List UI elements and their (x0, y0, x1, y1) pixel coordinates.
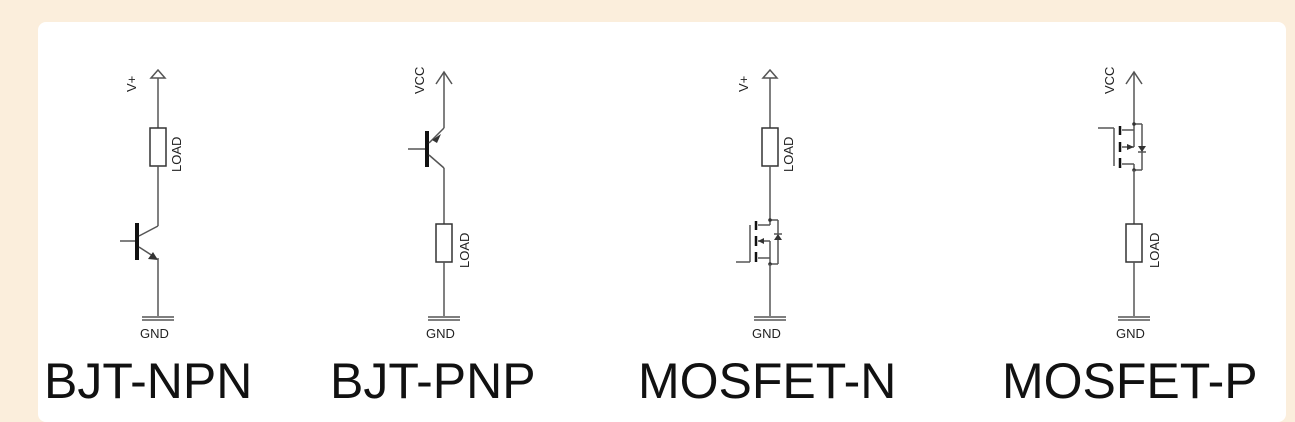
circuit-title: MOSFET-P (1002, 353, 1258, 409)
supply-label: VCC (1102, 67, 1117, 94)
circuit-title: BJT-NPN (44, 353, 252, 409)
pnp-transistor-symbol (408, 127, 445, 169)
n-mosfet-symbol (736, 218, 782, 266)
supply-label: V+ (124, 76, 139, 92)
load-label: LOAD (781, 137, 796, 172)
circuit-mosfet-n: V+ LOAD GND (638, 68, 896, 409)
circuit-mosfet-p: VCC LOAD GND (1002, 67, 1258, 409)
circuit-bjt-npn: V+ LOAD GND BJT-NPN (44, 68, 252, 409)
load-resistor (761, 127, 779, 167)
ground-symbol (1118, 316, 1150, 321)
p-mosfet-symbol (1098, 122, 1146, 172)
load-label: LOAD (169, 137, 184, 172)
supply-label: VCC (412, 67, 427, 94)
ground-label: GND (140, 326, 169, 341)
ground-label: GND (1116, 326, 1145, 341)
circuit-bjt-pnp: VCC LOAD GND BJT-PNP (330, 67, 536, 409)
supply-label: V+ (736, 76, 751, 92)
load-resistor (149, 127, 167, 167)
load-label: LOAD (1147, 233, 1162, 268)
ground-symbol (142, 316, 174, 321)
supply-symbol (149, 68, 167, 79)
load-label: LOAD (457, 233, 472, 268)
load-resistor (435, 223, 453, 263)
ground-label: GND (752, 326, 781, 341)
circuit-title: BJT-PNP (330, 353, 536, 409)
diagram-panel (38, 22, 1286, 422)
ground-label: GND (426, 326, 455, 341)
supply-symbol (761, 68, 779, 79)
ground-symbol (428, 316, 460, 321)
circuit-title: MOSFET-N (638, 353, 896, 409)
npn-transistor-symbol (120, 223, 159, 260)
ground-symbol (754, 316, 786, 321)
load-resistor (1125, 223, 1143, 263)
